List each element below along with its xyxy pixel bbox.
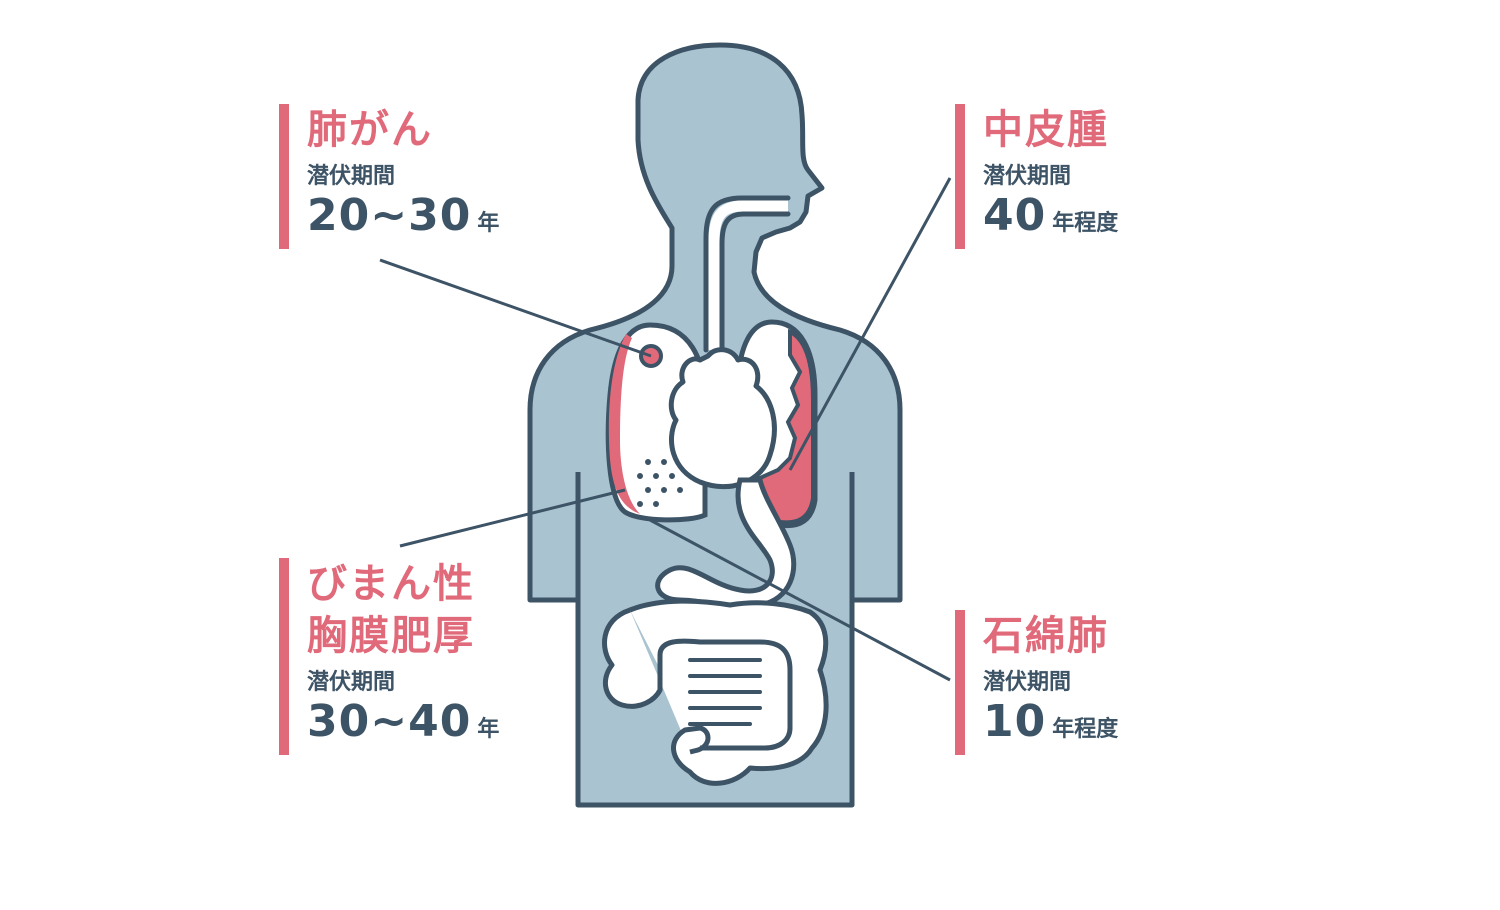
latency-number: 20~30: [307, 190, 472, 241]
latency-number: 10: [983, 696, 1047, 747]
leader-mesothelioma: [788, 177, 952, 471]
latency-label: 潜伏期間: [307, 164, 396, 189]
leader-lung-cancer: [379, 258, 652, 358]
trachea: [703, 195, 791, 353]
leader-asbestosis: [649, 518, 951, 682]
latency-label: 潜伏期間: [983, 164, 1072, 189]
small-intestine: [688, 658, 762, 726]
latency-unit: 年程度: [1052, 717, 1119, 742]
latency-label: 潜伏期間: [983, 670, 1072, 695]
latency-label: 潜伏期間: [307, 670, 396, 695]
trachea-inner: [708, 200, 788, 350]
asbestos-dots: [637, 459, 683, 507]
latency-unit: 年: [477, 211, 500, 236]
latency-number: 40: [983, 190, 1047, 241]
leader-pleural-thickening: [399, 488, 626, 548]
callout-title: 肺がん: [307, 107, 433, 153]
callout-title-line2: 胸膜肥厚: [307, 613, 475, 659]
callout-title: 石綿肺: [983, 613, 1109, 659]
callout-title-line1: びまん性: [307, 561, 475, 607]
heart: [668, 347, 777, 490]
latency-unit: 年: [477, 717, 500, 742]
latency-number: 30~40: [307, 696, 472, 747]
latency-unit: 年程度: [1052, 211, 1119, 236]
callout-title: 中皮腫: [983, 107, 1109, 153]
stomach: [655, 477, 797, 609]
left-lung-pleura: [608, 334, 640, 514]
